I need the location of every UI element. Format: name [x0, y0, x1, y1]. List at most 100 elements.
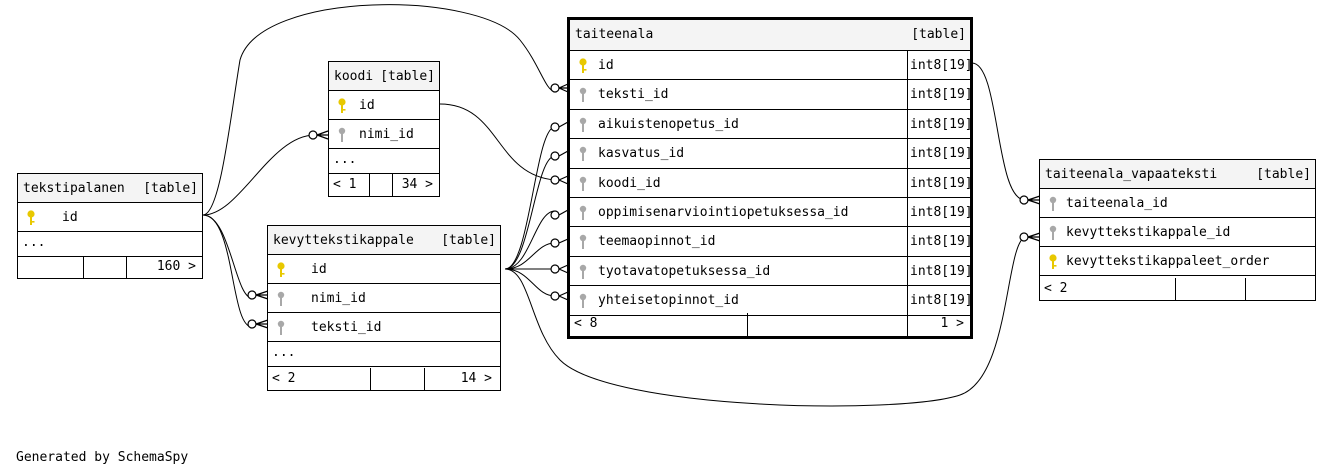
footer-rows: [369, 174, 392, 196]
table-taiteenala-vapaateksti[interactable]: taiteenala_vapaateksti [table] taiteenal…: [1039, 159, 1316, 301]
edge-koodi-taiteenala-koodi: [439, 103, 556, 181]
column-name: tyotavatopetuksessa_id: [598, 263, 771, 279]
column-type: int8[19]: [907, 139, 973, 168]
more-columns[interactable]: ...: [268, 342, 500, 367]
column-name: teksti_id: [598, 87, 669, 103]
table-kevyttekstikappale[interactable]: kevyttekstikappale [table] id nimi_id te…: [267, 225, 501, 391]
column-row[interactable]: teksti_id: [268, 313, 500, 342]
column-name: taiteenala_id: [1066, 196, 1168, 211]
column-row[interactable]: nimi_id: [329, 120, 439, 149]
column-name: kevyttekstikappale_id: [1066, 225, 1231, 240]
table-footer: < 1 34 >: [329, 174, 439, 196]
crowfoot-icon: [308, 130, 329, 140]
crowfoot-icon: [550, 150, 569, 161]
footer-parents[interactable]: < 8: [570, 313, 747, 336]
footer-children[interactable]: 34 >: [392, 174, 439, 196]
foreign-key-icon: [579, 293, 587, 309]
primary-key-icon: [579, 58, 587, 73]
footer-parents[interactable]: < 2: [1040, 278, 1175, 300]
foreign-key-icon: [1049, 225, 1057, 240]
table-header: taiteenala_vapaateksti [table]: [1040, 160, 1315, 189]
footer-parents[interactable]: < 1: [329, 174, 369, 196]
foreign-key-icon: [579, 176, 587, 191]
table-footer: < 2: [1040, 278, 1315, 300]
column-row[interactable]: kevyttekstikappale_id: [1040, 218, 1315, 247]
foreign-key-icon: [1049, 196, 1057, 211]
table-name[interactable]: taiteenala_vapaateksti: [1045, 167, 1218, 182]
parents-count: < 1: [333, 177, 357, 192]
parents-count: < 2: [272, 371, 296, 386]
crowfoot-icon: [247, 290, 269, 300]
table-tag: [table]: [441, 233, 496, 248]
edge-taiteenala-vapaateksti: [971, 62, 1026, 201]
crowfoot-icon: [550, 175, 569, 185]
footer-children[interactable]: [1245, 278, 1315, 300]
table-name[interactable]: koodi: [334, 69, 374, 84]
column-row[interactable]: taiteenala_id: [1040, 189, 1315, 218]
column-name: oppimisenarviointiopetuksessa_id: [598, 205, 849, 220]
column-row[interactable]: id: [329, 91, 439, 120]
column-row[interactable]: kevyttekstikappaleet_order: [1040, 247, 1315, 276]
children-count: 1 >: [940, 316, 964, 331]
column-name: id: [359, 98, 375, 113]
crowfoot-icon: [550, 121, 569, 132]
footer-parents[interactable]: [18, 256, 83, 278]
crowfoot-icon: [550, 209, 569, 220]
crowfoot-icon: [550, 264, 569, 274]
foreign-key-icon: [579, 88, 587, 103]
footer-parents[interactable]: < 2: [268, 368, 370, 390]
more-columns[interactable]: ...: [18, 232, 202, 257]
children-count: 34 >: [401, 177, 433, 192]
column-row[interactable]: nimi_id: [268, 284, 500, 313]
column-row[interactable]: koodi_id int8[19]: [570, 168, 973, 198]
table-header: tekstipalanen [table]: [18, 174, 202, 203]
edge-tekstipalanen-kevyt-nimi: [202, 214, 253, 299]
column-name: id: [311, 262, 327, 277]
column-name: id: [598, 58, 614, 73]
footer-rows: [747, 313, 907, 336]
column-type: int8[19]: [907, 168, 973, 197]
edge-kevyt-taiteenala-kasvatus: [504, 155, 556, 270]
edge-tekstipalanen-kevyt-teksti: [202, 214, 253, 328]
table-tag: [table]: [380, 69, 435, 84]
column-name: koodi_id: [598, 175, 661, 191]
edge-kevyt-taiteenala-aikuisten: [504, 126, 556, 270]
footer-children[interactable]: 1 >: [907, 313, 970, 336]
more-indicator: ...: [272, 345, 296, 360]
more-columns[interactable]: ...: [329, 149, 439, 174]
crowfoot-icon: [550, 291, 569, 301]
table-tekstipalanen[interactable]: tekstipalanen [table] id ... 160 >: [17, 173, 203, 279]
table-name[interactable]: tekstipalanen: [23, 181, 125, 196]
table-koodi[interactable]: koodi [table] id nimi_id ... < 1 34 >: [328, 61, 440, 197]
primary-key-icon: [338, 98, 346, 113]
footer-children[interactable]: 14 >: [424, 368, 500, 390]
foreign-key-icon: [277, 320, 285, 335]
crowfoot-icon: [550, 238, 569, 248]
column-name: yhteisetopinnot_id: [598, 293, 739, 309]
crowfoot-icon: [1019, 195, 1041, 205]
column-name: id: [62, 210, 78, 225]
table-header: kevyttekstikappale [table]: [268, 226, 500, 255]
column-row[interactable]: id: [18, 203, 202, 232]
table-tag: [table]: [1256, 167, 1311, 182]
foreign-key-icon: [338, 127, 346, 142]
column-row[interactable]: id int8[19]: [570, 51, 973, 81]
edge-kevyt-taiteenala-teema: [504, 242, 556, 270]
table-name[interactable]: taiteenala: [575, 27, 654, 42]
column-type: int8[19]: [907, 51, 973, 80]
more-indicator: ...: [333, 152, 357, 167]
edge-kevyt-taiteenala-yhteiset: [504, 268, 556, 297]
parents-count: < 8: [574, 316, 598, 331]
table-name[interactable]: kevyttekstikappale: [273, 233, 414, 248]
footer-children[interactable]: 160 >: [126, 256, 202, 278]
column-row[interactable]: id: [268, 255, 500, 284]
children-count: 160 >: [156, 259, 196, 274]
